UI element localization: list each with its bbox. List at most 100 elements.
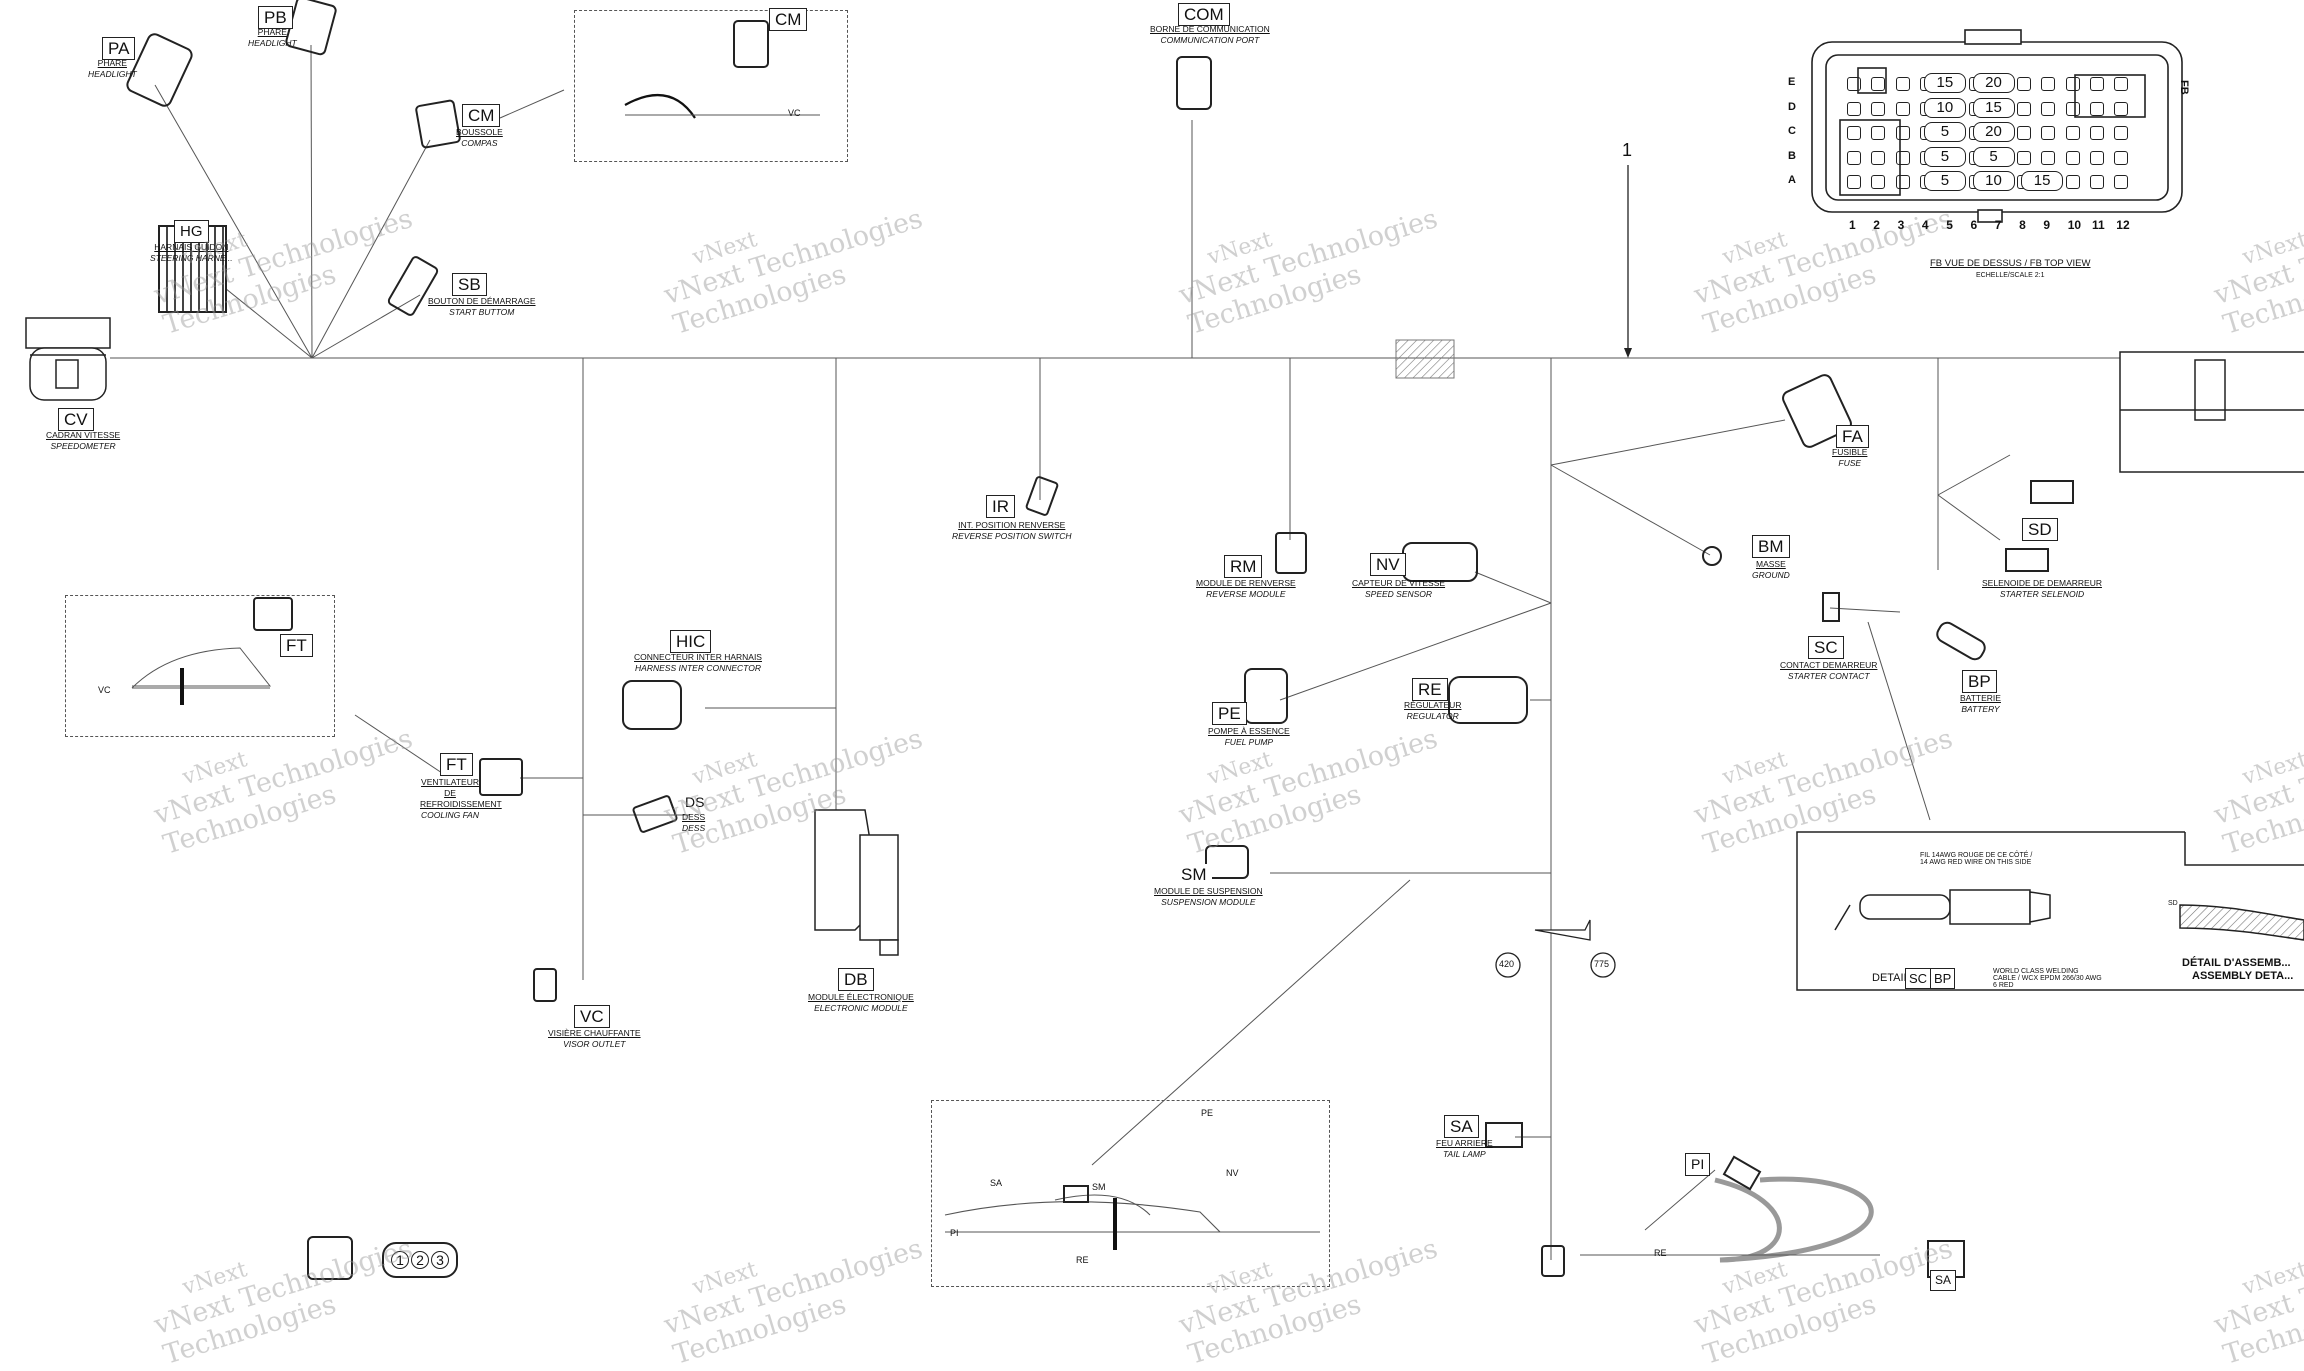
connector-tag: SA bbox=[1444, 1115, 1479, 1138]
speedometer-connector-icon bbox=[25, 317, 111, 401]
ground-ring-icon bbox=[1702, 546, 1722, 566]
wire-label: VC bbox=[98, 685, 111, 695]
fuse-slot bbox=[1871, 77, 1886, 91]
fusebox-module-icon bbox=[2119, 351, 2304, 473]
fusebox-column-label: 11 bbox=[2092, 218, 2105, 232]
connector-tag: FT bbox=[280, 634, 313, 657]
fuse-rating: 15 bbox=[2021, 171, 2064, 191]
fusebox-column-label: 6 bbox=[1970, 218, 1978, 232]
connector-tag: FT bbox=[440, 753, 473, 776]
electronic-module-icon bbox=[814, 809, 899, 956]
fuse-slot bbox=[2041, 77, 2056, 91]
fuse-slot bbox=[1847, 77, 1861, 91]
fuse-slot bbox=[1895, 101, 1910, 116]
reverse-module-connector-icon bbox=[1275, 532, 1307, 574]
fusebox-column-label: 10 bbox=[2067, 218, 2082, 232]
fuse-slot bbox=[2017, 126, 2032, 140]
bottom-pin-connector-icon: 1 2 3 bbox=[382, 1242, 458, 1278]
connector-tag: COM bbox=[1178, 3, 1230, 26]
rear-connector-icon bbox=[1541, 1245, 1565, 1277]
cooling-fan-connector-icon bbox=[479, 758, 523, 796]
detail-code: BP bbox=[1930, 968, 1956, 989]
connector-tag: IR bbox=[986, 495, 1015, 518]
fuse-slot bbox=[2065, 126, 2080, 140]
pin-label: 1 bbox=[391, 1251, 409, 1269]
fuse-slot bbox=[1871, 175, 1886, 189]
connector-tag: BM bbox=[1752, 535, 1790, 558]
fuse-slot bbox=[1895, 150, 1910, 165]
connector-tag: HG bbox=[174, 220, 209, 243]
fuse-slot bbox=[2090, 101, 2104, 116]
fuse-slot bbox=[2090, 126, 2104, 140]
fuse-slot bbox=[2114, 101, 2129, 116]
suspension-module-connector-icon bbox=[1205, 845, 1249, 879]
connector-tag: CM bbox=[462, 104, 501, 127]
wire-label: VC bbox=[788, 108, 801, 118]
ref-number: 420 bbox=[1499, 959, 1515, 969]
connector-tag: CV bbox=[58, 408, 94, 431]
fuse-slot bbox=[2017, 77, 2032, 91]
ref-number: 775 bbox=[1594, 959, 1610, 969]
communication-port-icon bbox=[1176, 56, 1212, 110]
fuse-rating: 5 bbox=[1923, 146, 1966, 167]
sm-detail-box bbox=[931, 1100, 1330, 1287]
connector-tag: FA bbox=[1836, 425, 1869, 448]
connector-tag: SD bbox=[2022, 518, 2058, 541]
fusebox-column-label: 9 bbox=[2043, 218, 2051, 232]
box-wire-label: PE bbox=[1201, 1108, 1214, 1118]
connector-tag: VC bbox=[574, 1005, 610, 1028]
fuse-slot bbox=[2065, 101, 2080, 116]
wire-sb bbox=[311, 294, 421, 359]
fusebox-column-label: 1 bbox=[1849, 218, 1856, 232]
fusebox-row-label: E bbox=[1788, 76, 1796, 88]
fusebox-column-label: 4 bbox=[1921, 218, 1929, 232]
detail-leader bbox=[1867, 621, 1931, 821]
sm-inline-connector-icon bbox=[1063, 1185, 1089, 1203]
box-wire-label: PI bbox=[950, 1228, 959, 1238]
fuse-slot bbox=[1847, 126, 1861, 140]
starter-selenoid-connector-icon bbox=[2030, 480, 2074, 504]
fuse-slot bbox=[2017, 150, 2032, 165]
fuse-slot bbox=[2041, 150, 2056, 165]
fuse-slot bbox=[2090, 150, 2104, 165]
connector-tag: RE bbox=[1412, 678, 1448, 701]
fuse-slot bbox=[2114, 77, 2129, 91]
sm-leader bbox=[1091, 879, 1411, 1166]
fusebox-column-label: 3 bbox=[1897, 218, 1905, 232]
fusebox-row-label: B bbox=[1788, 149, 1796, 162]
box-wire-label: SA bbox=[990, 1178, 1003, 1188]
callout-number: 1 bbox=[1622, 140, 1633, 160]
fuse-slot bbox=[1847, 175, 1861, 189]
speed-sensor-connector-icon bbox=[1402, 542, 1478, 582]
fuse-rating: 5 bbox=[1972, 146, 2015, 167]
fusebox-column-label: 2 bbox=[1873, 218, 1880, 232]
pin-label: 3 bbox=[431, 1251, 449, 1269]
fusebox-column-label: 12 bbox=[2116, 218, 2130, 232]
harness-inter-connector-icon bbox=[622, 680, 682, 730]
connector-tag: PI bbox=[1685, 1153, 1711, 1176]
fusebox-column-label: 8 bbox=[2019, 218, 2026, 232]
connector-tag: DB bbox=[838, 968, 874, 991]
tail-lamp-connector-icon bbox=[1485, 1122, 1523, 1148]
cooling-fan-connector-icon bbox=[253, 597, 293, 631]
fuse-slot bbox=[1871, 101, 1886, 116]
compass-connector-icon bbox=[414, 98, 462, 150]
fuse-slot bbox=[2041, 101, 2056, 116]
fusebox-column-label: 7 bbox=[1994, 218, 2002, 232]
fuse-slot bbox=[1895, 175, 1910, 189]
bottom-connector-icon bbox=[307, 1236, 353, 1280]
connector-tag: SC bbox=[1808, 636, 1844, 659]
